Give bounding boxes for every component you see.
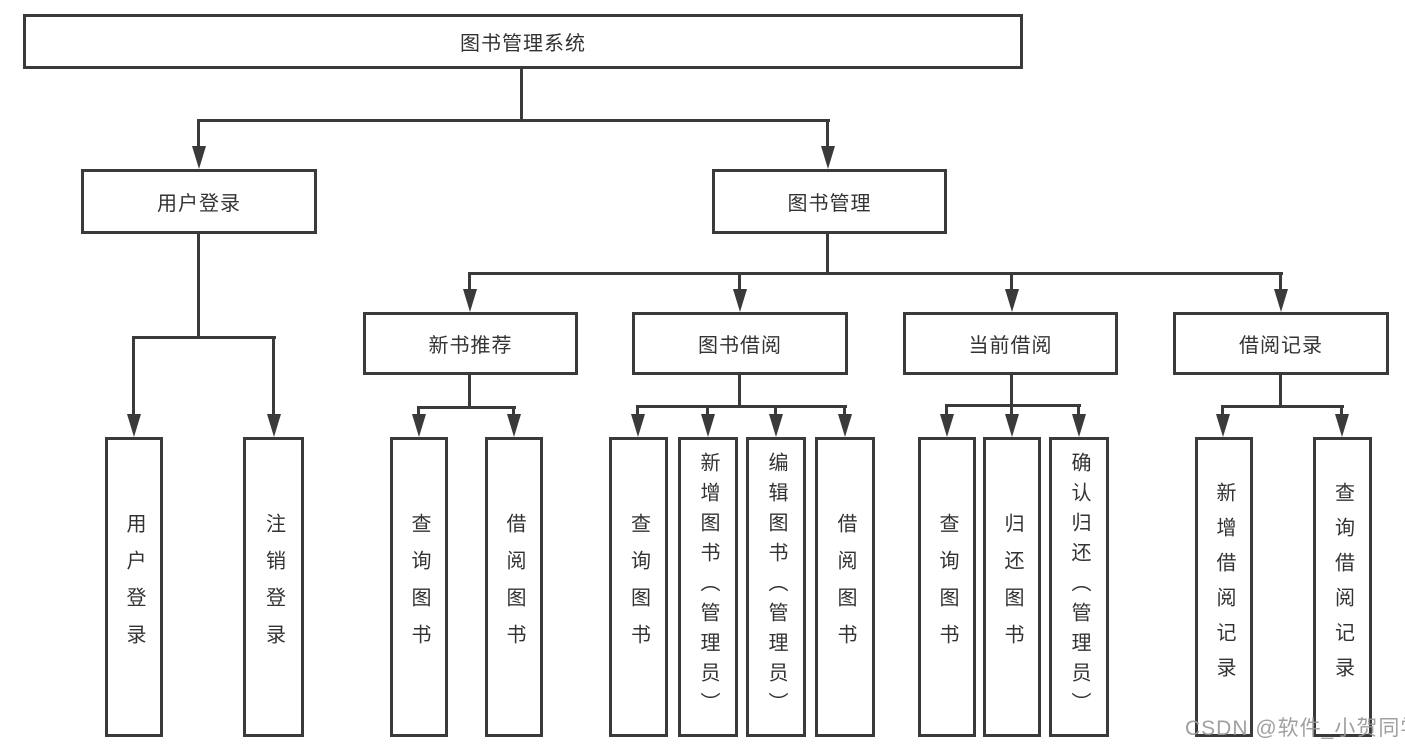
connector-line [774,405,777,417]
arrow-down-icon [701,414,715,437]
connector-line [468,272,471,292]
connector-line [1279,375,1282,407]
connector-line [1010,375,1013,407]
connector-line [1221,405,1224,417]
node-user-login: 用户登录 [81,169,317,234]
leaf-add-borrow-record: 新增借阅记录 [1195,437,1253,737]
connector-line [636,405,847,408]
connector-line [826,119,829,148]
leaf-borrow-books-recommend: 借阅图书 [485,437,543,737]
arrow-down-icon [267,414,281,437]
leaf-logout: 注销登录 [243,437,304,737]
connector-line [132,336,276,339]
connector-line [1221,405,1344,408]
node-book-borrowing: 图书借阅 [632,312,848,375]
connector-line [520,68,523,121]
arrow-down-icon [192,146,206,169]
connector-line [417,406,420,418]
node-current-borrowing: 当前借阅 [903,312,1118,375]
leaf-label: 归还图书 [1001,513,1023,661]
leaf-query-books-borrowing: 查询图书 [609,437,668,737]
connector-line [468,375,471,408]
connector-line [197,119,830,122]
arrow-down-icon [733,289,747,312]
leaf-query-books-recommend: 查询图书 [390,437,448,737]
connector-line [468,272,1283,275]
leaf-add-books-admin: 新增图书（管理员） [678,437,738,737]
arrow-down-icon [1274,289,1288,312]
connector-line [272,336,275,416]
leaf-query-borrow-record: 查询借阅记录 [1313,437,1372,737]
connector-line [706,405,709,417]
connector-line [1279,272,1282,292]
connector-line [843,405,846,417]
connector-line [738,375,741,408]
connector-line [1010,404,1013,416]
leaf-label: 查询借阅记录 [1331,482,1354,692]
arrow-down-icon [1005,414,1019,437]
leaf-label: 借阅图书 [834,513,856,661]
arrow-down-icon [127,414,141,437]
leaf-confirm-return-admin: 确认归还（管理员） [1049,437,1109,737]
connector-line [512,406,515,418]
csdn-watermark: CSDN @软件_小贺同学 [1185,717,1405,740]
arrow-down-icon [1005,289,1019,312]
connector-line [738,272,741,292]
connector-line [1340,405,1343,417]
connector-line [945,404,948,416]
leaf-label: 查询图书 [408,513,430,661]
arrow-down-icon [1335,414,1349,437]
arrow-down-icon [631,414,645,437]
leaf-label: 注销登录 [262,513,285,661]
arrow-down-icon [940,414,954,437]
arrow-down-icon [507,414,521,437]
connector-line [197,119,200,148]
leaf-borrow-books: 借阅图书 [815,437,875,737]
leaf-edit-books-admin: 编辑图书（管理员） [746,437,806,737]
node-new-book-recommend: 新书推荐 [363,312,578,375]
arrow-down-icon [1216,414,1230,437]
leaf-label: 借阅图书 [503,513,525,661]
connector-line [1010,272,1013,292]
connector-line [132,336,135,416]
arrow-down-icon [412,414,426,437]
leaf-label: 用户登录 [123,513,145,661]
node-book-management: 图书管理 [712,169,947,234]
leaf-return-books: 归还图书 [983,437,1041,737]
arrow-down-icon [1072,414,1086,437]
connector-line [826,233,829,275]
connector-line [197,233,200,338]
connector-line [945,404,1081,407]
leaf-label: 确认归还（管理员） [1068,452,1090,722]
leaf-label: 查询图书 [936,513,958,661]
arrow-down-icon [769,414,783,437]
connector-line [417,406,516,409]
connector-line [636,405,639,417]
leaf-label: 编辑图书（管理员） [765,452,787,722]
leaf-label: 查询图书 [627,513,650,661]
leaf-label: 新增借阅记录 [1213,482,1235,692]
leaf-label: 新增图书（管理员） [697,452,719,722]
leaf-query-books-current: 查询图书 [918,437,976,737]
leaf-user-login: 用户登录 [105,437,163,737]
connector-line [1077,404,1080,416]
arrow-down-icon [463,289,477,312]
node-borrowing-records: 借阅记录 [1173,312,1389,375]
arrow-down-icon [838,414,852,437]
arrow-down-icon [821,146,835,169]
node-library-system: 图书管理系统 [23,14,1023,69]
